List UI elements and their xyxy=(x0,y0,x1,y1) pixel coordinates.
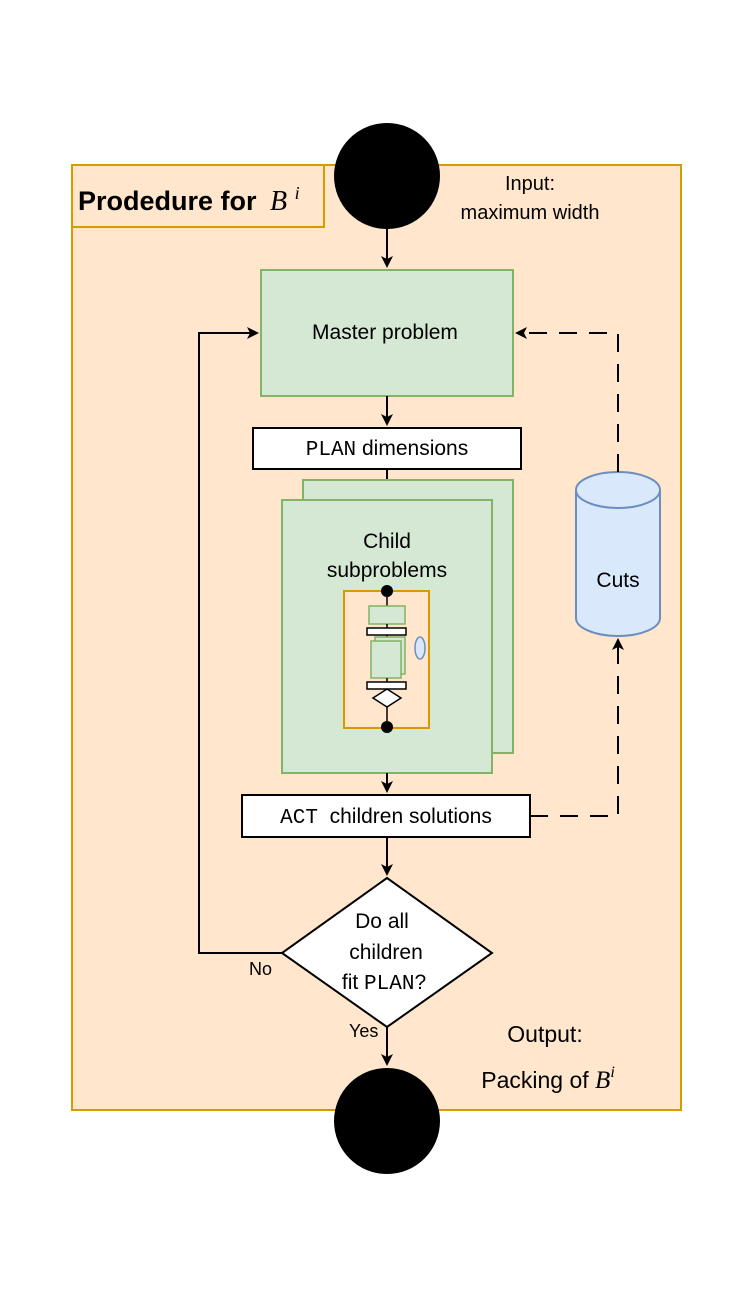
input-label-line2: maximum width xyxy=(461,202,600,224)
procedure-title-tab xyxy=(71,164,325,228)
output-label-line2: Packing of Bi xyxy=(481,1064,615,1094)
decision-line3: fit PLAN? xyxy=(342,971,426,996)
decision-line1: Do all xyxy=(355,910,409,933)
plan-dimensions-label: PLAN dimensions xyxy=(306,437,468,462)
start-node xyxy=(334,123,440,229)
master-problem-box xyxy=(260,269,514,397)
no-label: No xyxy=(249,959,272,979)
cuts-label: Cuts xyxy=(596,569,639,592)
decision-line2: children xyxy=(349,941,423,964)
output-label-line1: Output: xyxy=(507,1021,582,1047)
act-solutions-text: children solutions xyxy=(318,805,492,828)
cuts-database xyxy=(575,471,661,637)
procedure-title-math-base: B xyxy=(270,186,287,217)
act-solutions-label: ACT children solutions xyxy=(280,805,492,830)
plan-dimensions-text: dimensions xyxy=(356,437,468,460)
input-label-line1: Input: xyxy=(505,173,555,195)
yes-label: Yes xyxy=(349,1021,378,1041)
edge-cuts-master xyxy=(515,327,619,472)
procedure-title: Prodedure for B i xyxy=(78,183,300,217)
procedure-title-math-sup: i xyxy=(295,183,300,203)
nested-procedure-icon xyxy=(343,585,430,733)
decision-plan-keyword: PLAN xyxy=(364,973,414,996)
procedure-title-text: Prodedure for xyxy=(78,186,257,216)
act-keyword: ACT xyxy=(280,807,318,830)
output-math-sup: i xyxy=(610,1064,614,1081)
master-problem-label: Master problem xyxy=(312,321,458,344)
plan-keyword: PLAN xyxy=(306,439,356,462)
edge-no-loop xyxy=(198,327,282,954)
act-solutions-box xyxy=(241,794,531,838)
child-subproblems-line1: Child xyxy=(363,530,411,553)
output-math-base: B xyxy=(595,1067,610,1094)
end-node xyxy=(334,1068,440,1174)
child-subproblems-line2: subproblems xyxy=(327,559,447,582)
